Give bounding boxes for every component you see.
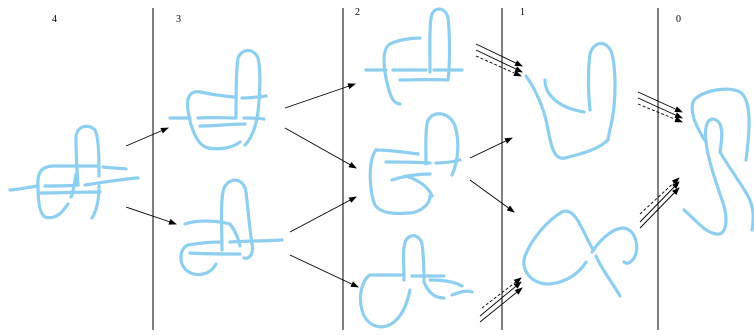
arrow-3a-to-2b (284, 127, 357, 169)
knot-3b (179, 178, 284, 277)
knot-4-crossings (8, 124, 140, 220)
knot-3a (168, 48, 268, 151)
knot-2a (364, 7, 464, 106)
triple-arrow-1b-to-0 (639, 177, 680, 229)
arrow-3b-to-2b (289, 196, 357, 233)
triple-arrow-2c-to-1b (479, 277, 523, 323)
knot-1a (524, 41, 617, 160)
knot-2c (358, 234, 474, 329)
column-label-4: 4 (52, 14, 57, 25)
arrow-4-to-3a (125, 127, 169, 147)
single-arrows (125, 83, 515, 288)
column-label-0: 0 (676, 14, 681, 25)
column-label-1: 1 (520, 7, 525, 18)
arrow-2b-to-1b (469, 179, 515, 213)
arrow-3b-to-2c (289, 254, 359, 288)
arrow-2b-to-1a (469, 137, 513, 159)
knot-1b (522, 209, 639, 298)
knot-0 (682, 87, 754, 236)
arrow-4-to-3b (125, 206, 177, 225)
arrow-3a-to-2a (284, 83, 356, 109)
triple-arrow-1a-to-0 (637, 91, 683, 123)
column-label-3: 3 (176, 14, 181, 25)
triple-arrow-2a-to-1a (475, 43, 523, 77)
column-label-2: 2 (355, 7, 360, 18)
knot-2b (368, 112, 462, 216)
